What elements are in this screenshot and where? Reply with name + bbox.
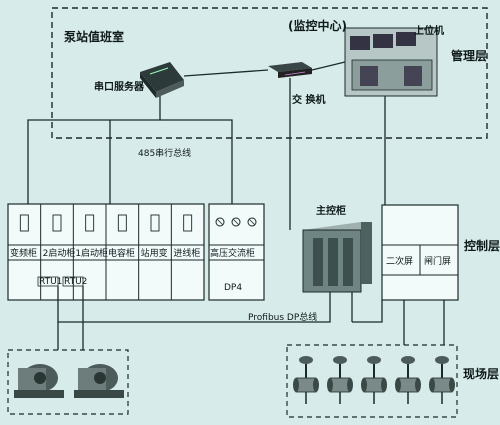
serial-server-device [140, 62, 184, 98]
tail-cabinet-sub: DP4 [224, 283, 242, 293]
valve-2 [327, 356, 353, 404]
valve-3 [361, 356, 387, 404]
cabinet-window [85, 214, 95, 232]
cabinet-window [52, 214, 62, 232]
indicator-lamps [215, 217, 257, 227]
pump-1 [14, 364, 64, 398]
cabinet-window [150, 214, 160, 232]
cabinet-label: 2启动柜 [43, 247, 76, 259]
connection-lines [27, 61, 445, 350]
tail-cabinet-label: 高压交流柜 [210, 247, 255, 259]
rtu2-label: RTU2 [64, 277, 87, 287]
main-control-cabinet [302, 222, 372, 293]
main-cabinet-label: 主控柜 [316, 204, 346, 217]
field-layer-label: 现场层 [463, 367, 499, 381]
rtu1-label: RTU1 [39, 277, 62, 287]
field-valves [293, 356, 455, 404]
management-layer-label: 管理层 [451, 48, 487, 63]
cabinet-label: 进线柜 [173, 247, 200, 259]
host-computer [344, 27, 438, 97]
pump-zone-frame [7, 349, 129, 415]
cabinet-window [183, 214, 193, 232]
center-label: (监控中心) [288, 18, 347, 33]
cabinet-label: 站用变 [141, 247, 168, 259]
valve-1 [293, 356, 319, 404]
cabinet-window [117, 214, 127, 232]
control-layer-label: 控制层 [464, 238, 500, 253]
host-label: 上位机 [414, 24, 444, 37]
cabinet-label: 变频柜 [10, 247, 37, 259]
serial-server-label: 串口服务器 [94, 80, 145, 93]
switch-device [268, 62, 312, 78]
profibus-label: Profibus DP总线 [248, 311, 317, 323]
field-zone-frame [286, 344, 458, 418]
valve-4 [395, 356, 421, 404]
rtu1-box [37, 276, 59, 287]
room-label: 泵站值班室 [64, 29, 124, 44]
cabinet-label: 1启动柜 [75, 247, 108, 259]
cabinet-label: 电容柜 [108, 247, 135, 259]
screen-label-1: 闸门屏 [424, 255, 451, 267]
pump-2 [74, 364, 124, 398]
rs485-bus-label: 485串行总线 [138, 147, 191, 159]
management-zone-frame [51, 7, 488, 139]
screen-label-0: 二次屏 [386, 255, 413, 267]
rtu2-box [62, 276, 84, 287]
valve-5 [429, 356, 455, 404]
switch-label: 交 换机 [292, 93, 325, 106]
cabinet-window [19, 214, 29, 232]
tail-cabinet-frame [208, 203, 265, 301]
